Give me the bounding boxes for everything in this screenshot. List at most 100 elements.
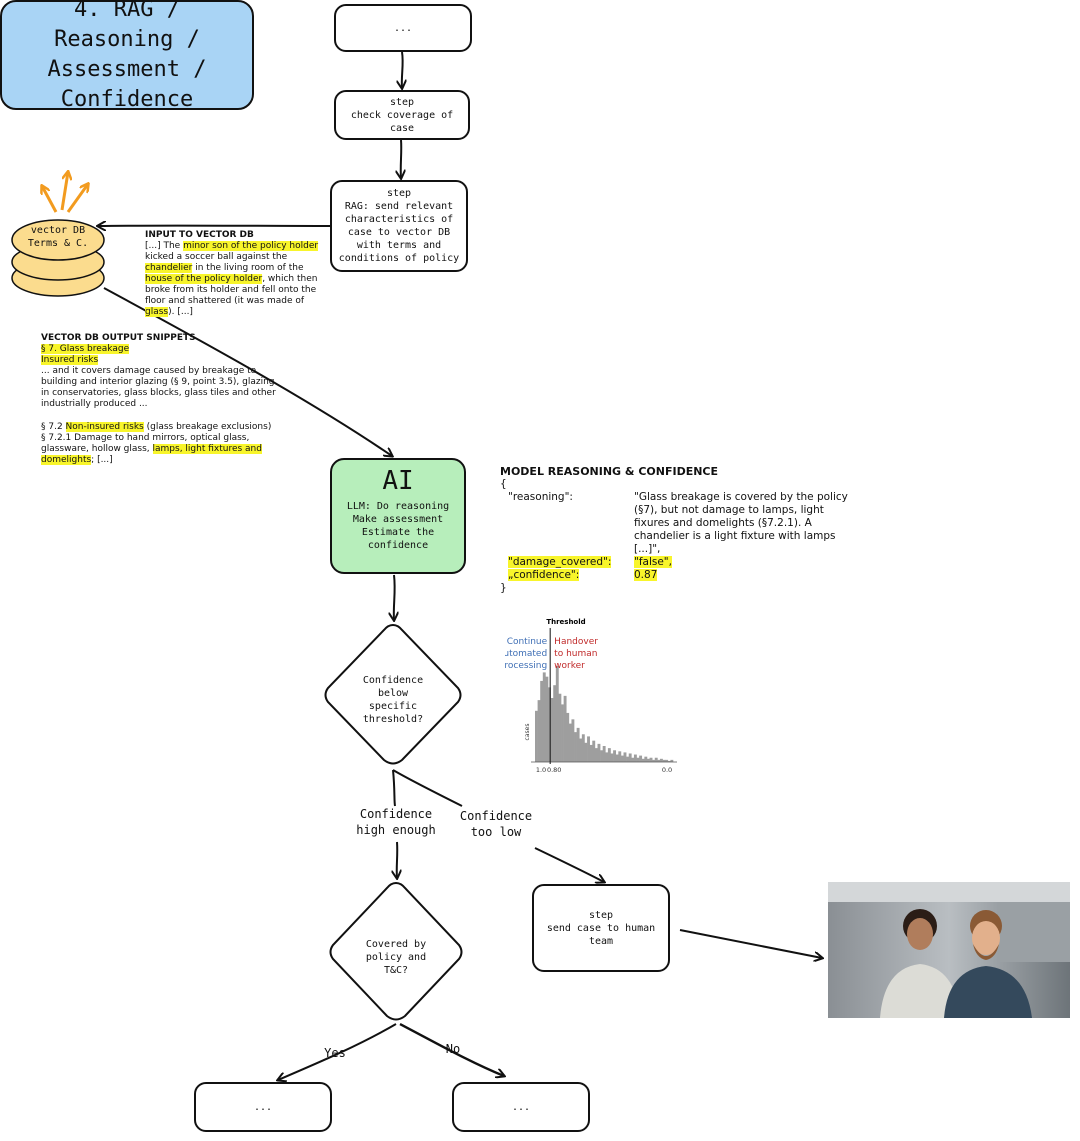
no-result-label: ... bbox=[511, 1101, 531, 1113]
histogram-bar bbox=[542, 672, 546, 762]
db-burst-arrow-1 bbox=[42, 186, 58, 213]
histogram-bar bbox=[641, 758, 645, 762]
output-para3: § 7.2.1 Damage to hand mirrors, optical … bbox=[41, 433, 281, 466]
reasoning-open: { bbox=[500, 478, 507, 490]
yes-result-node: ... bbox=[194, 1082, 332, 1132]
step-rag: step RAG: send relevant characteristics … bbox=[330, 180, 468, 272]
histogram-bar bbox=[652, 759, 656, 762]
histogram-bar bbox=[566, 712, 570, 762]
damage-row: "damage_covered": "false", bbox=[508, 556, 858, 569]
output-para1: ... and it covers damage caused by break… bbox=[41, 366, 276, 409]
vector-db: vector DB Terms & C. bbox=[8, 210, 108, 300]
confidence-diamond-label: Confidence below specific threshold? bbox=[362, 675, 424, 725]
output-para2: § 7.2 Non-insured risks (glass breakage … bbox=[41, 422, 281, 433]
top-ellipsis-label: ... bbox=[393, 22, 413, 34]
step-check-coverage: step check coverage of case bbox=[334, 90, 470, 140]
x-tick-label: 1.0 bbox=[536, 766, 546, 774]
input-text: [...] The bbox=[145, 241, 184, 251]
histogram-bar bbox=[657, 759, 661, 762]
histogram-bar bbox=[581, 734, 585, 762]
confidence-value: 0.87 bbox=[634, 569, 658, 581]
histogram-bar bbox=[605, 752, 609, 762]
histogram-bar bbox=[597, 743, 601, 762]
arrow-check-to-rag bbox=[401, 139, 402, 178]
arrow-covered-yes bbox=[278, 1023, 397, 1080]
histogram-bar bbox=[600, 750, 603, 762]
yes-result-label: ... bbox=[253, 1101, 273, 1113]
histogram-bar bbox=[610, 753, 614, 762]
histogram-bar bbox=[607, 748, 611, 762]
output-p2-a: § 7.2 bbox=[41, 422, 66, 432]
top-ellipsis-node: ... bbox=[334, 4, 472, 52]
histogram-bar bbox=[587, 736, 590, 762]
histogram-bar bbox=[548, 687, 551, 762]
output-p2-c: (glass breakage exclusions) bbox=[143, 422, 272, 432]
section-title: 4. RAG / Reasoning / Assessment / Confid… bbox=[0, 0, 254, 112]
histogram-bar bbox=[644, 756, 648, 762]
histogram-bar bbox=[571, 719, 575, 762]
output-section-title: § 7. Glass breakage bbox=[41, 344, 130, 354]
step-rag-label: step RAG: send relevant characteristics … bbox=[338, 188, 460, 264]
covered-diamond bbox=[329, 881, 463, 1021]
output-heading: VECTOR DB OUTPUT SNIPPETS bbox=[41, 333, 196, 343]
input-text: kicked a soccer ball against the bbox=[145, 252, 288, 262]
histogram-bar bbox=[537, 700, 541, 762]
output-p2-b: Non-insured risks bbox=[65, 422, 144, 432]
human-team-photo bbox=[828, 882, 1070, 1018]
arrow-high-to-covered bbox=[397, 841, 398, 878]
histogram-bar bbox=[602, 746, 606, 762]
histogram-bar bbox=[618, 751, 622, 762]
covered-diamond-label: Covered by policy and T&C? bbox=[365, 939, 427, 976]
input-highlight: house of the policy holder bbox=[145, 274, 263, 284]
histogram-bar bbox=[665, 759, 669, 762]
histogram-bar bbox=[576, 727, 580, 762]
input-text: ). [...] bbox=[168, 307, 193, 317]
histogram-bar bbox=[613, 750, 617, 762]
threshold-histogram: ThresholdContinueautomatedprocessingHand… bbox=[498, 618, 677, 774]
histogram-bar bbox=[633, 754, 637, 762]
histogram-bar bbox=[558, 693, 562, 762]
edge-label-no: No bbox=[445, 1042, 461, 1056]
histogram-bar bbox=[584, 742, 588, 762]
threshold-right-label: to human bbox=[554, 649, 597, 659]
db-burst-arrow-3 bbox=[66, 184, 88, 213]
histogram-bar bbox=[555, 666, 559, 762]
histogram-bar bbox=[667, 760, 671, 762]
vector-db-output: VECTOR DB OUTPUT SNIPPETS § 7. Glass bre… bbox=[41, 333, 281, 466]
people-image bbox=[828, 882, 1070, 1018]
no-result-node: ... bbox=[452, 1082, 590, 1132]
step-send-to-human-label: step send case to human team bbox=[546, 909, 656, 947]
histogram-bar bbox=[545, 676, 549, 762]
confidence-diamond bbox=[324, 623, 462, 765]
input-heading: INPUT TO VECTOR DB bbox=[145, 230, 254, 240]
reasoning-key: "reasoning": bbox=[508, 491, 573, 503]
arrow-top-to-check bbox=[402, 51, 403, 88]
x-tick-label: 0.0 bbox=[662, 766, 672, 774]
reasoning-close: } bbox=[500, 582, 507, 594]
db-burst-arrow-2 bbox=[60, 172, 68, 211]
histogram-bar bbox=[568, 723, 572, 762]
input-text: in the living room of the bbox=[192, 263, 304, 273]
input-highlight: minor son of the policy holder bbox=[183, 241, 319, 251]
histogram-bar bbox=[594, 748, 598, 762]
histogram-bar bbox=[550, 698, 554, 762]
histogram-bar bbox=[639, 755, 643, 762]
reasoning-row: "reasoning": "Glass breakage is covered … bbox=[508, 491, 858, 556]
arrow-ai-to-diamond bbox=[394, 574, 395, 620]
histogram-bar bbox=[659, 758, 663, 762]
line-diamond-right bbox=[392, 769, 463, 807]
x-tick-label: 0.80 bbox=[547, 766, 561, 774]
arrow-db-to-ai bbox=[103, 287, 392, 456]
ai-node: AI LLM: Do reasoning Make assessment Est… bbox=[330, 458, 466, 574]
histogram-bar bbox=[553, 685, 557, 762]
edge-label-yes: Yes bbox=[324, 1046, 346, 1060]
input-highlight: chandelier bbox=[145, 263, 193, 273]
step-check-coverage-label: step check coverage of case bbox=[350, 96, 454, 134]
step-send-to-human: step send case to human team bbox=[532, 884, 670, 972]
damage-key: "damage_covered": bbox=[508, 556, 612, 568]
histogram-bar bbox=[649, 757, 653, 762]
threshold-left-label: processing bbox=[505, 661, 547, 671]
histogram-bar bbox=[623, 752, 627, 762]
ai-body: LLM: Do reasoning Make assessment Estima… bbox=[346, 501, 450, 551]
